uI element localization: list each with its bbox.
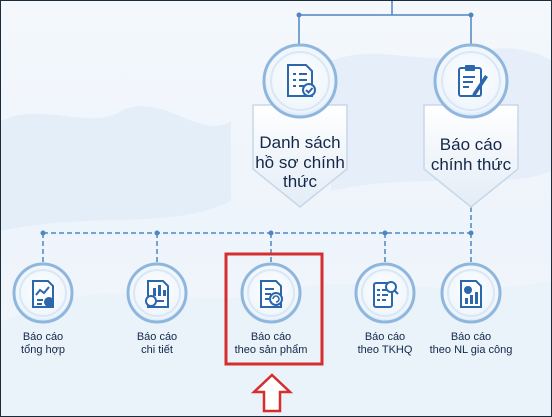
highlight-box: [224, 252, 324, 366]
bottom-node-label-chi-tiet: Báo cáo chi tiết: [136, 331, 178, 356]
detail-report-icon: [145, 280, 169, 308]
top-node-label-danh-sach: Danh sách hồ sơ chính thức: [255, 133, 345, 192]
bottom-node-label-tkhq: Báo cáo theo TKHQ: [357, 331, 413, 356]
bottom-node-label-tong-hop: Báo cáo tổng hợp: [21, 331, 65, 356]
top-node-label-bao-cao-chinh-thuc: Báo cáo chính thức: [430, 135, 512, 174]
up-arrow-icon: [250, 373, 294, 413]
bottom-node-label-nl-gia-cong: Báo cáo theo NL gia công: [429, 331, 513, 356]
bottom-node-label-san-pham: Báo cáo theo sản phẩm: [234, 331, 308, 356]
product-report-icon: [260, 280, 283, 308]
bar-chart-report-icon: [460, 280, 482, 308]
shield-danh-sach: [252, 43, 348, 208]
checklist-magnifier-icon: [373, 281, 399, 308]
document-checklist-icon: [287, 64, 316, 97]
report-chart-icon: [32, 280, 54, 308]
clipboard-pen-icon: [458, 65, 488, 97]
